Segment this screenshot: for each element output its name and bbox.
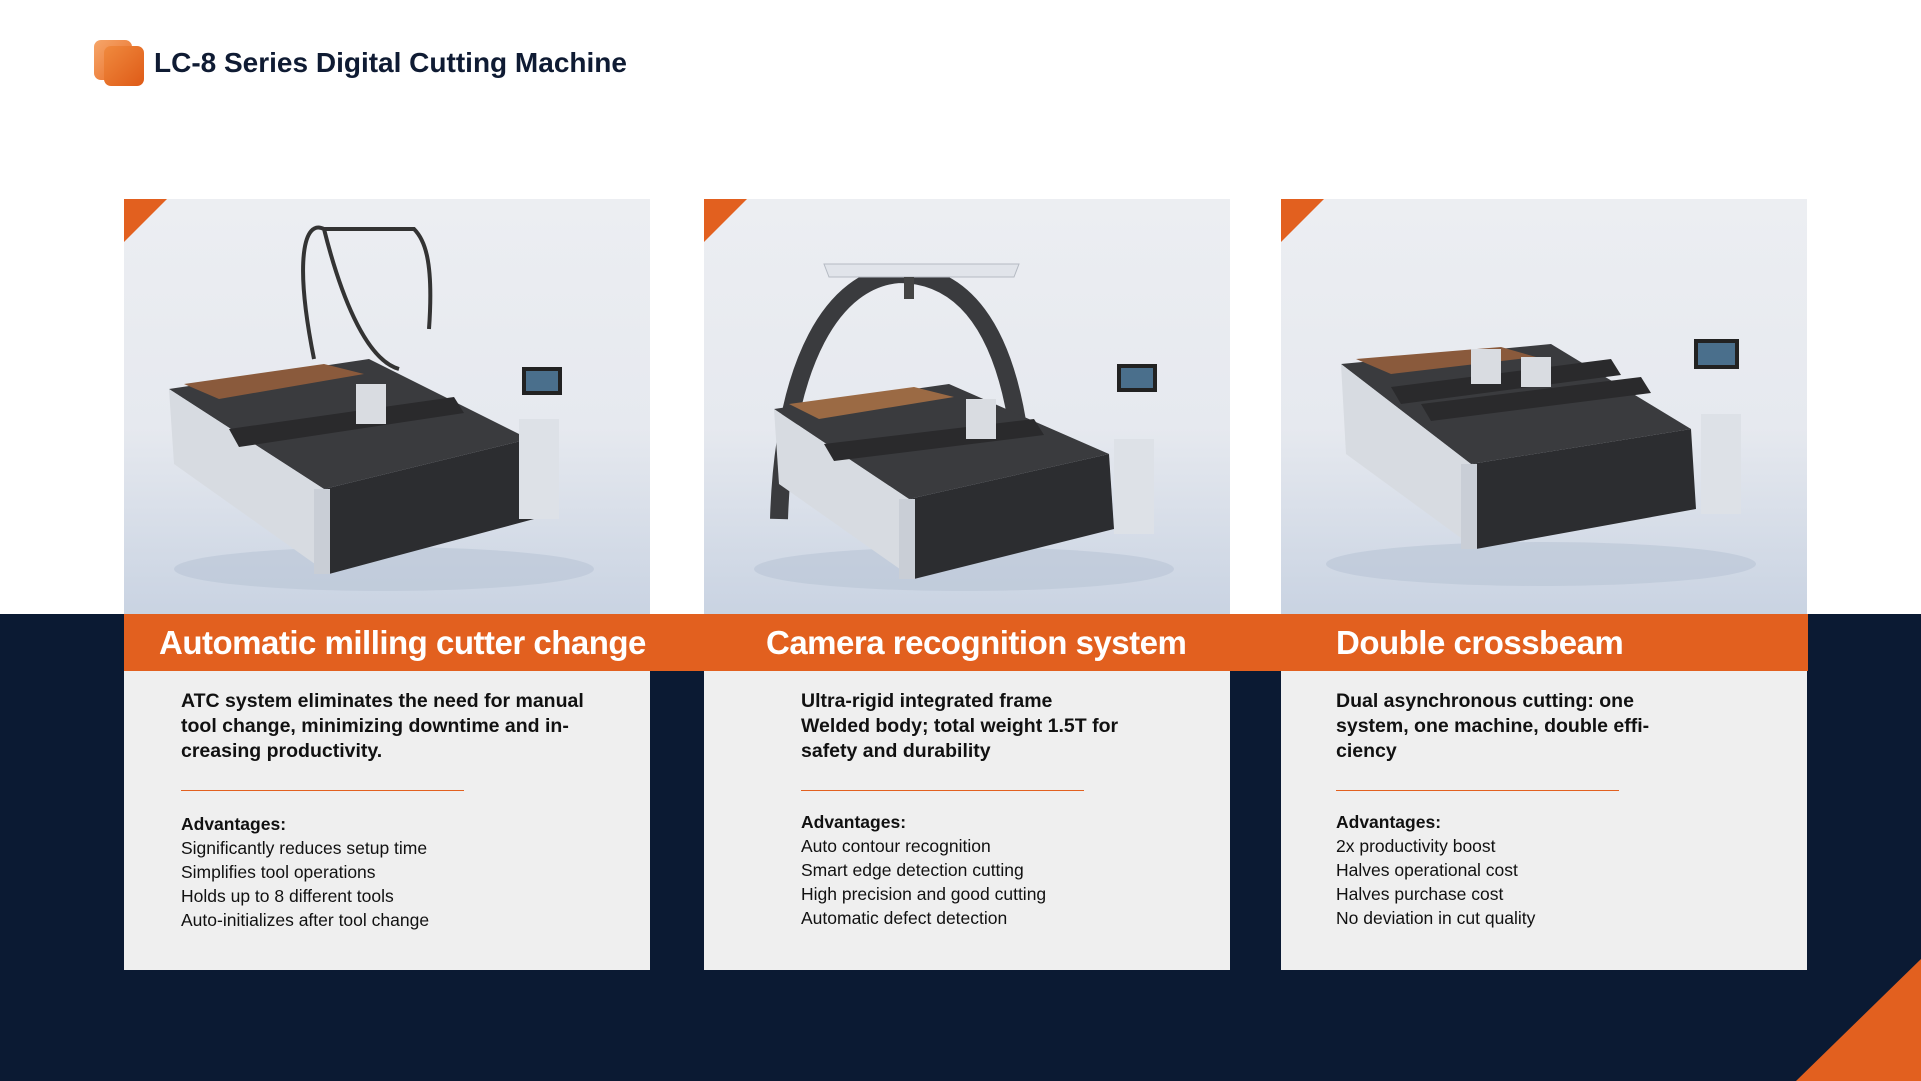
list-item: No deviation in cut quality	[1336, 908, 1536, 928]
corner-accent-card	[704, 199, 747, 242]
list-item: 2x productivity boost	[1336, 836, 1496, 856]
title-bar	[124, 614, 1808, 671]
advantages-list: Auto contour recognition Smart edge dete…	[801, 834, 1046, 930]
header: LC-8 Series Digital Cutting Machine	[94, 40, 627, 86]
divider	[1336, 790, 1619, 791]
card-description: ATC system eliminates the need for manua…	[181, 690, 584, 762]
divider	[801, 790, 1084, 791]
corner-accent-card	[124, 199, 167, 242]
feature-card-crossbeam	[1281, 199, 1807, 970]
list-item: Smart edge detection cutting	[801, 860, 1024, 880]
page-title: LC-8 Series Digital Cutting Machine	[154, 47, 627, 78]
list-item: Simplifies tool operations	[181, 862, 376, 882]
list-item: Halves operational cost	[1336, 860, 1518, 880]
machine-image-camera	[704, 199, 1230, 614]
list-item: Auto-initializes after tool change	[181, 910, 430, 930]
list-item: Automatic defect detection	[801, 908, 1008, 928]
card-description: Ultra-rigid integrated frame Welded body…	[801, 690, 1119, 762]
list-item: Halves purchase cost	[1336, 884, 1504, 904]
advantages-heading: Advantages:	[801, 812, 907, 832]
machine-image-atc: ​	[124, 199, 650, 614]
feature-card-camera	[704, 199, 1230, 970]
list-item: Significantly reduces setup time	[181, 838, 428, 858]
advantages-list: Significantly reduces setup time Simplif…	[181, 836, 429, 932]
advantages-heading: Advantages:	[181, 814, 287, 834]
card-title-crossbeam: Double crossbeam	[1336, 624, 1624, 661]
card-title-camera: Camera recognition system	[766, 624, 1187, 661]
corner-accent-card	[1281, 199, 1324, 242]
list-item: Holds up to 8 different tools	[181, 886, 394, 906]
divider	[181, 790, 464, 791]
card-description: Dual asynchronous cutting: one system, o…	[1336, 690, 1650, 762]
feature-card-atc: ​	[124, 199, 650, 970]
list-item: Auto contour recognition	[801, 836, 991, 856]
machine-image-crossbeam	[1281, 199, 1807, 614]
card-title-atc: Automatic milling cutter change	[159, 624, 646, 661]
advantages-heading: Advantages:	[1336, 812, 1442, 832]
advantages-list: 2x productivity boost Halves operational…	[1336, 834, 1535, 930]
logo-icon	[94, 40, 144, 86]
corner-accent	[1796, 959, 1921, 1081]
list-item: High precision and good cutting	[801, 884, 1047, 904]
